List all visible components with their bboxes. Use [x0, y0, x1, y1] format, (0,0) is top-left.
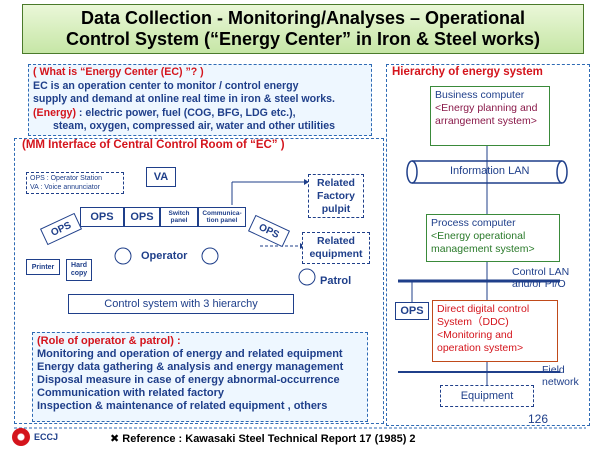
role-item: Disposal measure in case of energy abnor… — [37, 374, 340, 386]
process-computer-title: Process computer — [431, 217, 516, 229]
operator-icon-right — [201, 247, 219, 265]
ec-definition-line-4: steam, oxygen, compressed air, water and… — [53, 120, 336, 132]
ops-console-mid-1: OPS — [80, 207, 124, 227]
eccj-logo-icon — [12, 428, 30, 446]
information-lan-label: Information LAN — [450, 165, 530, 177]
ops-console-mid-2: OPS — [124, 207, 160, 227]
role-box: (Role of operator & patrol) : Monitoring… — [32, 332, 368, 422]
role-heading: (Role of operator & patrol) : — [37, 335, 181, 347]
business-computer-title: Business computer — [435, 89, 525, 101]
ddc-title: Direct digital control System（DDC) — [437, 303, 530, 328]
control-system-box: Control system with 3 hierarchy — [68, 294, 294, 314]
legend-ops: OPS : Operator Station — [30, 175, 102, 182]
mmi-panel — [14, 138, 384, 424]
ops-va-legend: OPS : Operator Station VA : Voice annunc… — [26, 172, 124, 194]
related-equipment-box: Related equipment — [302, 232, 370, 264]
ec-definition-heading: ( What is “Energy Center (EC) ”? ) — [33, 66, 204, 78]
business-computer-subtitle: <Energy planning and arrangement system> — [435, 102, 538, 127]
reference-text: ✖ Reference : Kawasaki Steel Technical R… — [110, 433, 416, 445]
hierarchy-ops-box: OPS — [395, 302, 429, 320]
process-computer-box: Process computer <Energy operational man… — [426, 214, 560, 262]
operator-icon-left — [114, 247, 132, 265]
communication-panel-box: Communica- tion panel — [198, 207, 246, 227]
va-box: VA — [146, 167, 176, 187]
legend-va: VA : Voice annunciator — [30, 184, 100, 191]
hierarchy-panel — [386, 64, 590, 426]
related-factory-box: Related Factory pulpit — [308, 174, 364, 218]
va-arrow-head — [304, 179, 309, 185]
ddc-subtitle: <Monitoring and operation system> — [437, 329, 524, 354]
hard-copy-box: Hard copy — [66, 259, 92, 281]
title-line-2: Control System (“Energy Center” in Iron … — [65, 29, 541, 49]
ec-definition-box: ( What is “Energy Center (EC) ”? ) EC is… — [28, 64, 372, 136]
eccj-logo-text: ECCJ — [34, 432, 59, 442]
ec-definition-line-1: EC is an operation center to monitor / c… — [33, 79, 299, 92]
role-item: Monitoring and operation of energy and r… — [37, 348, 343, 360]
energy-definition-line: (Energy) : electric power, fuel (COG, BF… — [33, 107, 367, 121]
switch-panel-box: Switch panel — [160, 207, 198, 227]
page-number: 126 — [528, 412, 549, 426]
business-computer-box: Business computer <Energy planning and a… — [430, 86, 550, 146]
role-item: Communication with related factory — [37, 387, 225, 399]
equipment-box: Equipment — [440, 385, 534, 407]
process-computer-subtitle: <Energy operational management system> — [431, 230, 535, 255]
page-title: Data Collection - Monitoring/Analyses – … — [22, 4, 584, 54]
energy-text: : electric power, fuel (COG, BFG, LDG et… — [78, 106, 296, 119]
energy-label: (Energy) — [33, 106, 79, 119]
hierarchy-heading: Hierarchy of energy system — [392, 66, 543, 78]
title-line-1: Data Collection - Monitoring/Analyses – … — [80, 8, 526, 28]
operator-label: Operator — [141, 250, 188, 262]
ddc-box: Direct digital control System（DDC) <Moni… — [432, 300, 558, 362]
mmi-heading: (MM Interface of Central Control Room of… — [22, 139, 285, 151]
patrol-icon — [298, 268, 316, 286]
role-item: Energy data gathering & analysis and ene… — [37, 361, 344, 373]
role-item: Inspection & maintenance of related equi… — [37, 400, 328, 412]
control-lan-label: Control LAN and/or PI/O — [512, 266, 570, 290]
printer-box: Printer — [26, 259, 60, 275]
patrol-label: Patrol — [320, 275, 352, 287]
ec-definition-line-2: supply and demand at online real time in… — [33, 93, 335, 105]
field-network-label: Field network — [542, 364, 579, 388]
